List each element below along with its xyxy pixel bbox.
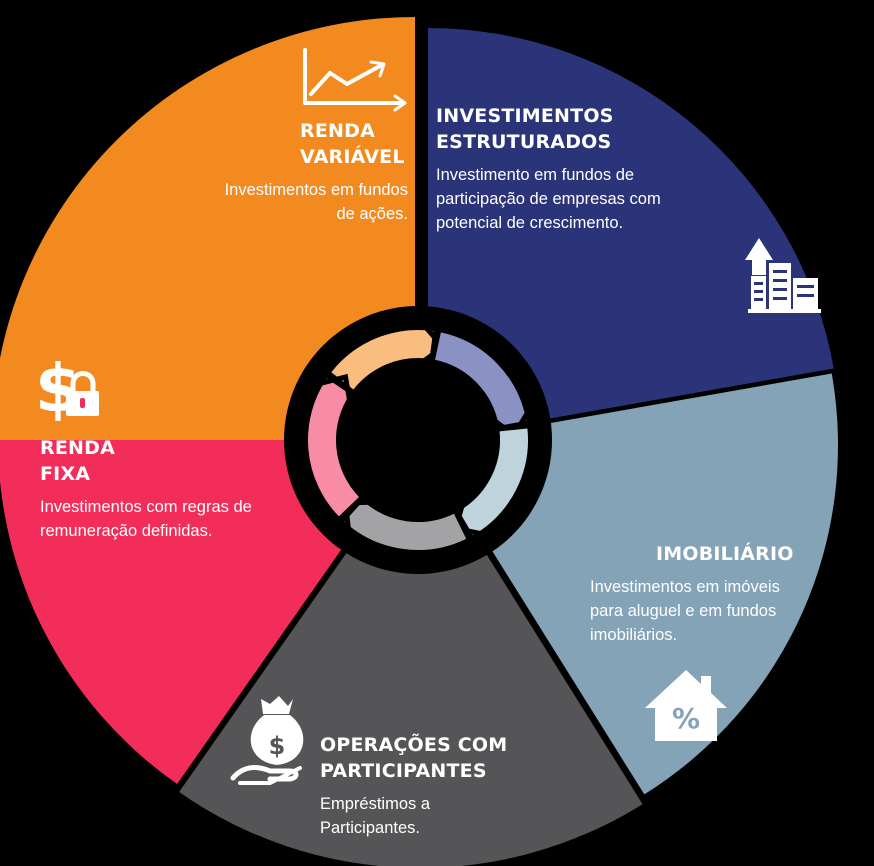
investimentos-estruturados-label: INVESTIMENTOS ESTRUTURADOS Investimento … — [436, 103, 736, 235]
ring-arc-imobiliario — [458, 428, 528, 536]
segment-renda-fixa — [0, 440, 418, 785]
ring-arrow-notch — [319, 373, 353, 401]
renda-variavel-title: RENDA VARIÁVEL — [300, 120, 405, 168]
renda-fixa-title: RENDA FIXA — [40, 437, 115, 485]
renda-fixa-label: RENDA FIXA Investimentos com regras de r… — [40, 435, 300, 543]
dollar-lock-icon: $ — [35, 350, 99, 427]
imobiliario-title: IMOBILIÁRIO — [656, 543, 794, 565]
operacoes-com-participantes-description: Empréstimos a Participantes. — [320, 795, 431, 837]
dollar-symbol-bag: $ — [269, 732, 286, 760]
building-growth-icon — [745, 238, 821, 313]
renda-fixa-description: Investimentos com regras de remuneração … — [40, 498, 252, 540]
renda-variavel-description: Investimentos em fundos de ações. — [224, 181, 408, 223]
segment-renda-variavel — [0, 17, 415, 440]
operacoes-com-participantes-label: OPERAÇÕES COM PARTICIPANTES Empréstimos … — [320, 732, 560, 840]
ring-arc-operacoes-com-participantes — [344, 500, 467, 550]
investimentos-estruturados-title: INVESTIMENTOS ESTRUTURADOS — [436, 105, 614, 153]
investimentos-estruturados-description: Investimento em fundos de participação d… — [436, 166, 661, 232]
line-chart-icon — [303, 48, 407, 112]
renda-variavel-label: RENDA VARIÁVEL Investimentos em fundos d… — [180, 118, 408, 226]
segment-investimentos-estruturados — [428, 28, 834, 440]
ring-arc-investimentos-estruturados — [434, 332, 527, 427]
imobiliario-label: IMOBILIÁRIO Investimentos em imóveis par… — [590, 541, 830, 647]
center-hole — [339, 361, 497, 519]
segment-operacoes-com-participantes — [179, 448, 643, 866]
percent-symbol: % — [672, 702, 700, 735]
ring-arc-renda-fixa — [308, 378, 360, 517]
imobiliario-description: Investimentos em imóveis para aluguel e … — [590, 578, 780, 644]
house-percent-icon: % — [645, 670, 727, 741]
operacoes-com-participantes-title: OPERAÇÕES COM PARTICIPANTES — [320, 734, 508, 782]
ring-arc-renda-variavel — [331, 330, 434, 390]
money-bag-hand-icon: $ — [230, 696, 304, 785]
